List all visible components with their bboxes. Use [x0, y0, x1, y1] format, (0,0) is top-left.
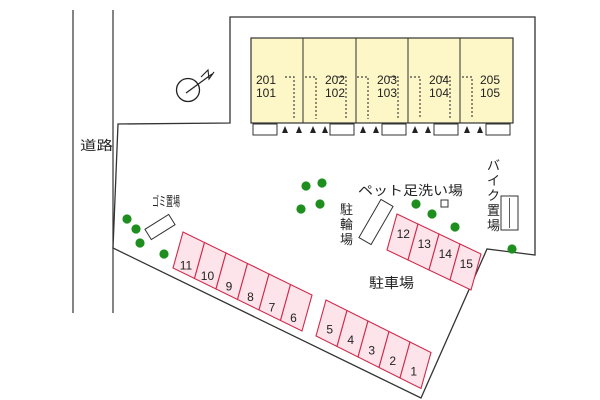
- apartment-building: [250, 37, 514, 124]
- parking-space-1: [399, 341, 432, 390]
- unit-203: 203: [377, 73, 397, 87]
- tree-icon: [301, 181, 311, 191]
- compass-icon: [175, 68, 215, 103]
- unit-104: 104: [429, 86, 449, 100]
- unit-101: 101: [256, 86, 276, 100]
- bicycle-rack: [358, 198, 394, 246]
- parking-space-label-15: 15: [460, 257, 474, 271]
- garbage-box: [144, 213, 176, 241]
- parking-space-label-6: 6: [290, 311, 297, 325]
- parking-space-label-3: 3: [368, 344, 375, 358]
- parking-space-label-8: 8: [247, 290, 254, 304]
- unit-201: 201: [256, 73, 276, 87]
- tree-icon: [131, 224, 141, 234]
- road-label: 道路: [80, 138, 113, 154]
- tree-icon: [411, 199, 421, 209]
- entrance-arrow-icon: [282, 126, 483, 133]
- parking-space-label-11: 11: [180, 258, 193, 272]
- unit-205: 205: [480, 73, 500, 87]
- unit-103: 103: [377, 86, 397, 100]
- parking-space-label-10: 10: [201, 269, 215, 283]
- tree-icon: [122, 214, 132, 224]
- tree-icon: [296, 204, 306, 214]
- parking-space-label-1: 1: [410, 365, 417, 379]
- tree-icon: [315, 199, 325, 209]
- unit-105: 105: [480, 86, 500, 100]
- parking-space-label-13: 13: [418, 237, 432, 251]
- tree-icon: [507, 244, 517, 254]
- parking-space-label-7: 7: [269, 300, 276, 314]
- parking-space-label-12: 12: [397, 227, 411, 241]
- tree-icon: [427, 209, 437, 219]
- road: [72, 10, 114, 313]
- parking-space-6: [279, 283, 313, 332]
- pet-wash-label: ペット足洗い場: [358, 184, 463, 199]
- unit-204: 204: [429, 73, 449, 87]
- stair-dotted-lines: [285, 76, 473, 119]
- trees: [122, 178, 517, 259]
- tree-icon: [450, 222, 460, 232]
- parking-space-label-4: 4: [347, 333, 354, 347]
- unit-102: 102: [325, 86, 345, 100]
- meter-boxes: [252, 123, 511, 136]
- unit-202: 202: [325, 73, 345, 87]
- parking-space-label-5: 5: [326, 323, 333, 337]
- parking-space-label-9: 9: [226, 279, 233, 293]
- bicycle-label: 駐 輪 場: [340, 203, 357, 248]
- tree-icon: [317, 178, 327, 188]
- bike-parking-label: バ イ ク 置 場: [487, 159, 504, 234]
- garbage-label: ゴミ置場: [152, 194, 180, 210]
- tree-icon: [135, 238, 145, 248]
- parking-space-label-14: 14: [439, 247, 453, 261]
- parking-label: 駐車場: [369, 275, 414, 292]
- tree-icon: [159, 249, 169, 259]
- pet-wash-tap: [440, 199, 449, 208]
- parking-space-15: [449, 243, 482, 291]
- parking-space-label-2: 2: [389, 354, 396, 368]
